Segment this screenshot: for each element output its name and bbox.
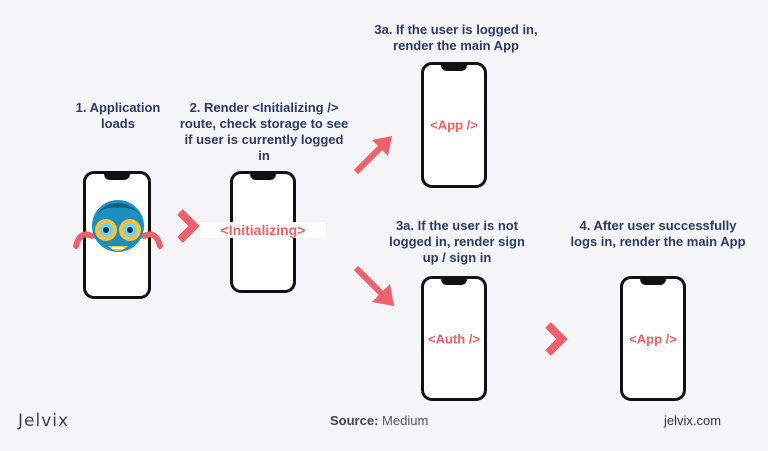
phone-app-logged-in: <App />	[421, 62, 487, 188]
phone-app-after-login: <App />	[620, 276, 686, 401]
mascot-icon	[73, 200, 163, 252]
step-2-caption: 2. Render <Initializing /> route, check …	[178, 100, 350, 164]
step-1-text: 1. Application loads	[75, 100, 161, 131]
step-3a-not-logged-text: 3a. If the user is not logged in, render…	[389, 218, 525, 265]
site-link[interactable]: jelvix.com	[664, 413, 721, 428]
phone-notch	[250, 173, 276, 180]
phone-notch	[441, 278, 467, 285]
step-3a-logged-text: 3a. If the user is logged in, render the…	[374, 22, 538, 53]
source-value: Medium	[382, 413, 429, 428]
step-2-text: 2. Render <Initializing /> route, check …	[179, 100, 349, 163]
phone-application-loads	[73, 171, 163, 299]
step-3a-not-logged-caption: 3a. If the user is not logged in, render…	[382, 218, 532, 266]
arrow-up-right-icon	[353, 136, 392, 175]
source-credit: Source: Medium	[330, 413, 428, 428]
phone-notch	[441, 64, 467, 71]
arrow-down-right-icon	[353, 265, 394, 306]
chevron-right-icon	[545, 322, 568, 356]
chevron-right-icon	[177, 209, 200, 243]
step-4-caption: 4. After user successfully logs in, rend…	[566, 218, 750, 250]
source-label: Source:	[330, 413, 379, 428]
initializing-screen-label: <Initializing>	[200, 222, 326, 238]
phone-notch	[104, 173, 130, 180]
step-3a-logged-caption: 3a. If the user is logged in, render the…	[362, 22, 550, 54]
app-screen-label: <App />	[629, 331, 677, 346]
phone-notch	[640, 278, 666, 285]
app-screen-label: <App />	[430, 117, 478, 133]
step-4-text: 4. After user successfully logs in, rend…	[570, 218, 746, 249]
auth-screen-label: <Auth />	[427, 331, 480, 346]
jelvix-logo: Jelvix	[18, 411, 69, 431]
logo-text: Jelvix	[18, 411, 70, 431]
phone-auth: <Auth />	[421, 276, 487, 401]
site-text: jelvix.com	[664, 413, 722, 428]
step-1-caption: 1. Application loads	[68, 100, 168, 132]
